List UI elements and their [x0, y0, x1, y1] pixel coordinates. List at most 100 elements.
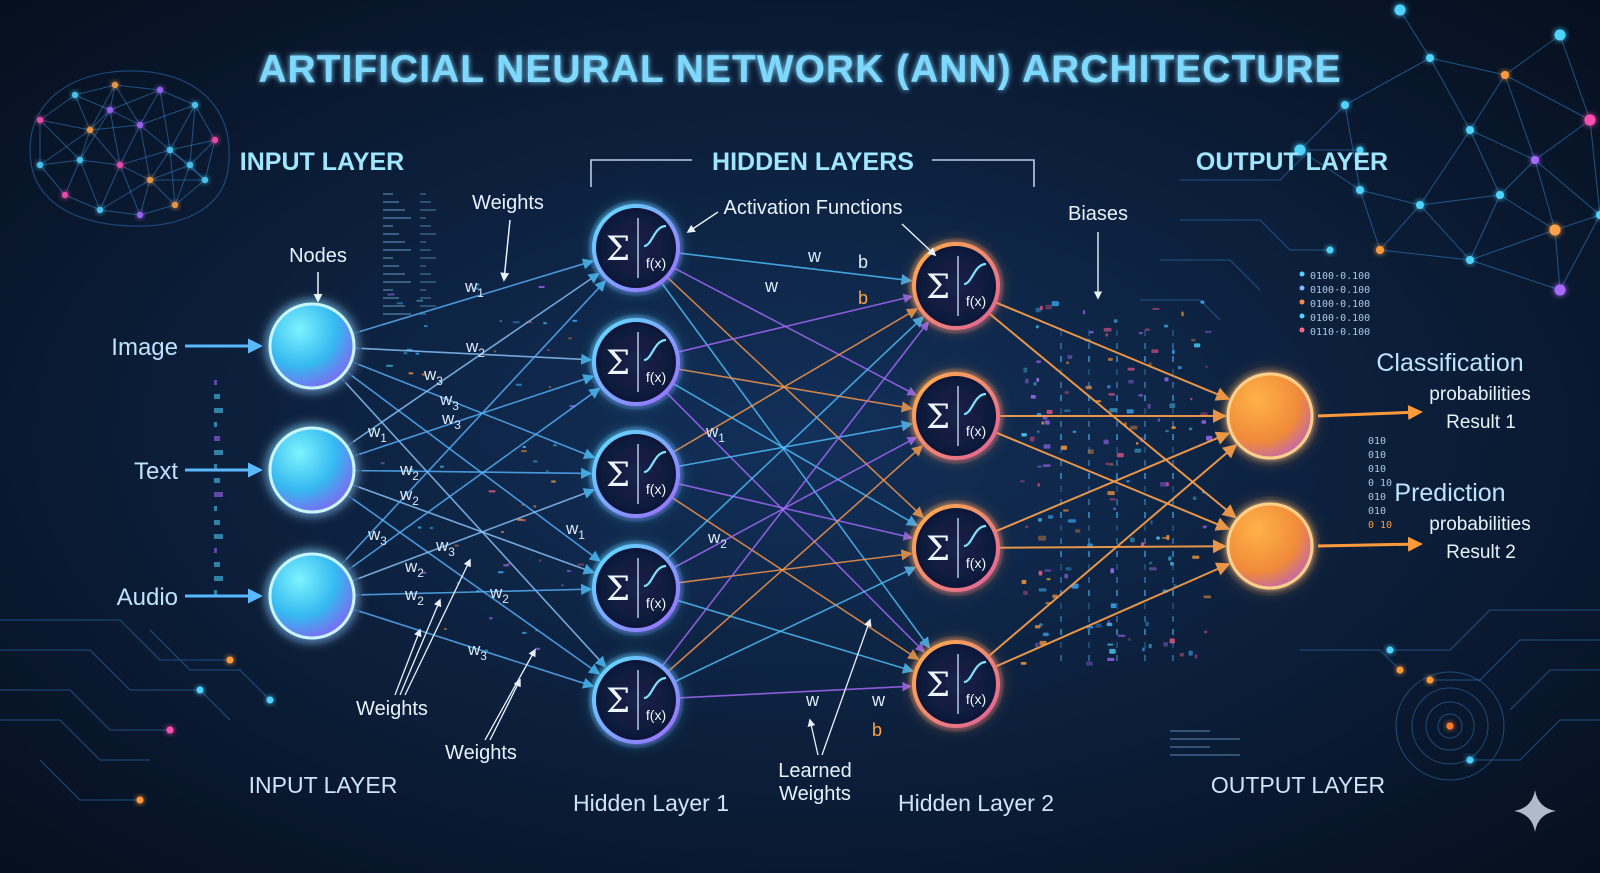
particle: [1159, 482, 1168, 487]
activation-fx: f(x): [966, 555, 986, 571]
weights-callout-middle: Weights: [356, 698, 428, 720]
input-node: [262, 296, 362, 396]
particle: [421, 373, 426, 376]
diagram-labels: ARTIFICIAL NEURAL NETWORK (ANN) ARCHITEC…: [111, 48, 1530, 816]
network-dot: [1356, 186, 1364, 194]
network-dot: [1596, 211, 1600, 219]
particle: [380, 462, 385, 465]
particle: [522, 631, 527, 634]
particle: [1144, 473, 1146, 479]
particle: [1144, 330, 1146, 336]
network-graphic-top-right: [1294, 4, 1600, 296]
particle: [1116, 356, 1118, 362]
sigma-symbol: Σ: [606, 343, 630, 383]
particle: [1116, 642, 1118, 648]
edge-input-hidden1: [346, 272, 600, 447]
code-line: [383, 297, 399, 299]
code-line: [383, 217, 411, 219]
particle: [1103, 327, 1112, 332]
particle: [1116, 655, 1118, 661]
particle: [1021, 579, 1027, 585]
activation-fx: f(x): [966, 691, 986, 707]
hidden-bracket-right: [932, 159, 1035, 187]
particle: [1067, 519, 1076, 523]
particle: [1172, 421, 1174, 427]
weight-label: w3: [423, 365, 443, 388]
particle: [1088, 395, 1090, 401]
edge-input-hidden1: [351, 483, 595, 575]
particle: [538, 286, 545, 289]
particle: [1066, 361, 1069, 365]
particle: [1116, 512, 1118, 518]
particle: [1200, 300, 1205, 304]
particle: [1095, 623, 1102, 628]
particle: [1144, 395, 1146, 401]
particle: [1126, 409, 1134, 414]
particle: [1088, 434, 1090, 440]
particle: [1144, 382, 1146, 388]
particle: [1075, 529, 1081, 533]
edge-hidden2-output: [997, 539, 1227, 554]
brain-node: [106, 106, 114, 114]
output-result: Result 2: [1446, 542, 1516, 563]
edge-hidden1-hidden2: [676, 293, 914, 354]
particle: [1163, 324, 1169, 328]
particle: [503, 564, 509, 567]
particle: [386, 364, 393, 367]
circuit-traces: [0, 149, 1600, 801]
particle: [1067, 355, 1073, 360]
particle: [1088, 499, 1090, 505]
edge-input-hidden1: [351, 488, 596, 582]
learned-weights-callout: Weights: [779, 783, 851, 805]
particle: [1110, 568, 1115, 574]
edge-hidden1-hidden2: [666, 445, 924, 673]
circuit-trace: [149, 629, 271, 701]
circuit-node: [1326, 246, 1334, 254]
circuit-trace: [1470, 719, 1600, 761]
circuit-node: [1446, 722, 1454, 730]
edge-hidden1-hidden2: [672, 266, 917, 396]
particle: [1106, 622, 1113, 627]
weight-label: w1: [565, 519, 585, 542]
particle: [546, 348, 550, 351]
particle: [214, 534, 223, 539]
particle: [1036, 430, 1040, 433]
edge-input-hidden1: [340, 280, 607, 566]
code-line: [420, 305, 436, 307]
weight-label: w2: [707, 528, 727, 551]
particle: [1107, 620, 1111, 624]
weight-label: b: [858, 252, 868, 272]
particle: [1148, 643, 1152, 649]
sparkle-icon: [1514, 790, 1556, 832]
biases-callout: Biases: [1068, 203, 1128, 225]
network-dot: [1549, 224, 1561, 236]
brain-node: [191, 101, 199, 109]
particle: [484, 649, 489, 652]
particle: [1130, 425, 1138, 430]
particle: [1172, 577, 1174, 583]
particle: [1060, 642, 1062, 648]
code-line: [383, 281, 411, 283]
particle: [1109, 463, 1114, 466]
particle: [1023, 367, 1028, 373]
network-dot: [1376, 246, 1384, 254]
particle: [1109, 648, 1116, 654]
circuit-trace: [1180, 149, 1360, 181]
particle: [214, 436, 220, 441]
particle: [1044, 420, 1050, 425]
particle: [1152, 307, 1160, 311]
binary-column: 010: [1368, 464, 1386, 475]
edge-input-hidden1: [350, 360, 596, 460]
particle: [1088, 343, 1090, 349]
code-line: [383, 265, 399, 267]
particle: [1060, 473, 1062, 479]
particle: [1116, 473, 1118, 479]
particle: [1088, 642, 1090, 648]
particle: [507, 562, 511, 565]
edge-hidden2-output: [987, 312, 1237, 519]
particle: [1138, 394, 1143, 397]
particle: [561, 584, 564, 587]
